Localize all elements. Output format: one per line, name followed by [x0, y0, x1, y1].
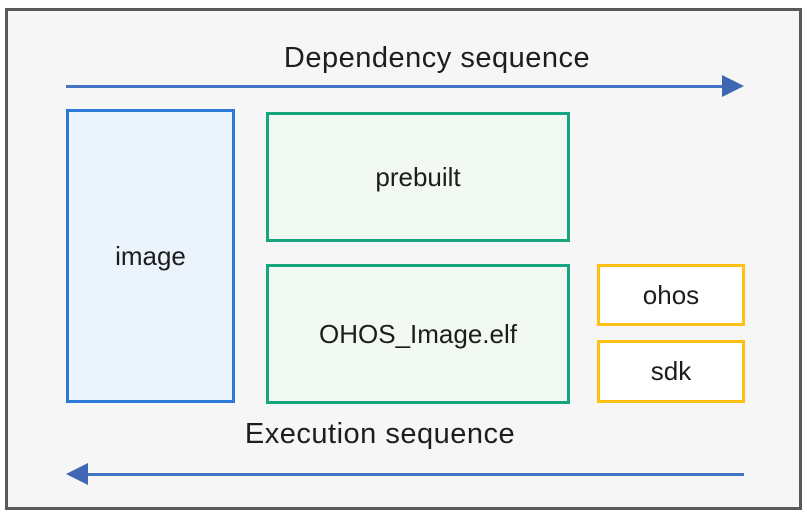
- execution-arrow-left-icon: [66, 463, 88, 485]
- node-ohos-label: ohos: [642, 279, 700, 310]
- node-ohos-image-elf-label: OHOS_Image.elf: [319, 318, 517, 349]
- execution-sequence-title: Execution sequence: [244, 418, 516, 450]
- node-prebuilt-label: prebuilt: [375, 161, 461, 192]
- node-ohos: ohos: [597, 264, 745, 326]
- node-prebuilt: prebuilt: [266, 112, 570, 242]
- execution-arrow-line: [86, 473, 744, 476]
- dependency-arrow-line: [66, 85, 724, 88]
- node-image-label: image: [115, 240, 186, 271]
- node-sdk: sdk: [597, 340, 745, 403]
- dependency-arrow-right-icon: [722, 75, 744, 97]
- node-ohos-image-elf: OHOS_Image.elf: [266, 264, 570, 404]
- node-sdk-label: sdk: [650, 356, 692, 386]
- dependency-sequence-title: Dependency sequence: [283, 42, 591, 74]
- node-image: image: [66, 109, 235, 403]
